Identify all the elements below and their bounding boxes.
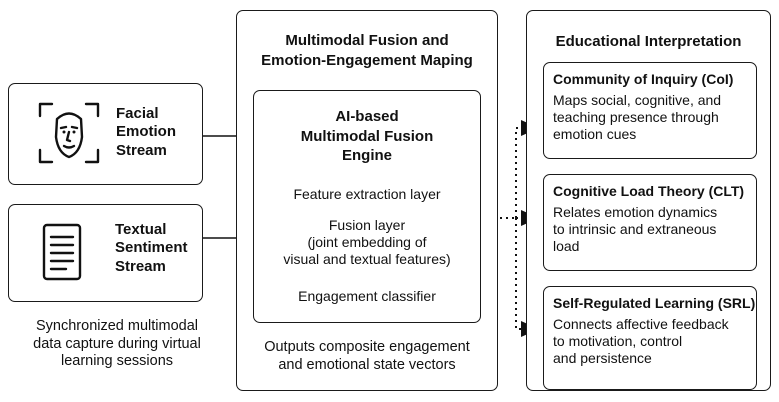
framework-card-coi: Community of Inquiry (CoI) Maps social, … — [543, 62, 757, 159]
srl-desc-line-3: and persistence — [553, 350, 652, 367]
fusion-layer: Fusion layer (joint embedding of visual … — [254, 217, 480, 268]
fusion-panel: Multimodal Fusion and Emotion-Engagement… — [236, 10, 498, 391]
framework-desc-clt: Relates emotion dynamics to intrinsic an… — [553, 204, 717, 255]
fusion-title-line-2: Emotion-Engagement Maping — [261, 51, 473, 69]
coi-desc-line-3: emotion cues — [553, 126, 637, 143]
document-icon — [42, 223, 82, 281]
srl-desc-line-2: to motivation, control — [553, 333, 683, 350]
clt-desc-line-1: Relates emotion dynamics — [553, 204, 718, 220]
framework-title-srl: Self-Regulated Learning (SRL) — [553, 295, 756, 311]
fusion-output: Outputs composite engagement and emotion… — [237, 339, 497, 374]
engine-title: AI-based Multimodal Fusion Engine — [254, 107, 480, 166]
facial-emotion-stream-box: Facial Emotion Stream — [8, 83, 203, 185]
framework-desc-srl: Connects affective feedback to motivatio… — [553, 316, 729, 367]
input-caption-line-2: data capture during virtual — [33, 335, 201, 352]
face-icon — [38, 102, 100, 164]
framework-title-clt: Cognitive Load Theory (CLT) — [553, 183, 745, 199]
coi-desc-line-1: Maps social, cognitive, and — [553, 92, 722, 108]
engine-title-line-3: Engine — [341, 147, 392, 164]
interpretation-panel: Educational Interpretation Community of … — [526, 10, 771, 391]
engine-title-line-1: AI-based — [335, 108, 399, 125]
clt-desc-line-2: to intrinsic and extraneous — [553, 221, 717, 238]
input-caption: Synchronized multimodal data capture dur… — [8, 318, 226, 371]
layer-1-line-1: Feature extraction layer — [293, 186, 441, 202]
facial-label-line-3: Stream — [116, 141, 167, 159]
facial-label-line-1: Facial — [116, 105, 159, 122]
engine-box: AI-based Multimodal Fusion Engine Featur… — [253, 90, 481, 323]
engagement-classifier: Engagement classifier — [254, 288, 480, 305]
textual-label-line-3: Stream — [115, 257, 166, 275]
framework-title-coi: Community of Inquiry (CoI) — [553, 71, 734, 87]
framework-card-clt: Cognitive Load Theory (CLT) Relates emot… — [543, 174, 757, 271]
interpretation-title: Educational Interpretation — [555, 33, 742, 50]
framework-card-srl: Self-Regulated Learning (SRL) Connects a… — [543, 286, 757, 390]
engine-title-line-2: Multimodal Fusion — [300, 127, 434, 145]
textual-sentiment-stream-box: Textual Sentiment Stream — [8, 204, 203, 302]
facial-label-line-2: Emotion — [116, 123, 176, 141]
textual-label-line-2: Sentiment — [115, 239, 188, 257]
layer-2-line-1: Fusion layer — [328, 217, 406, 233]
framework-desc-coi: Maps social, cognitive, and teaching pre… — [553, 92, 721, 143]
fusion-title-line-1: Multimodal Fusion and — [285, 32, 449, 49]
layer-2-line-3: visual and textual features) — [283, 251, 451, 268]
layer-3-line-1: Engagement classifier — [298, 288, 436, 304]
layer-2-line-2: (joint embedding of — [307, 234, 427, 251]
fusion-output-line-2: and emotional state vectors — [278, 356, 456, 373]
fusion-output-line-1: Outputs composite engagement — [264, 339, 470, 355]
arrow-to-srl — [515, 218, 539, 337]
input-caption-line-3: learning sessions — [60, 353, 174, 370]
textual-label-line-1: Textual — [115, 221, 167, 238]
srl-desc-line-1: Connects affective feedback — [553, 316, 729, 332]
input-caption-line-1: Synchronized multimodal — [36, 318, 198, 334]
fusion-title: Multimodal Fusion and Emotion-Engagement… — [237, 31, 497, 71]
clt-desc-line-3: load — [553, 238, 580, 255]
coi-desc-line-2: teaching presence through — [553, 109, 719, 126]
feature-extraction-layer: Feature extraction layer — [254, 186, 480, 203]
